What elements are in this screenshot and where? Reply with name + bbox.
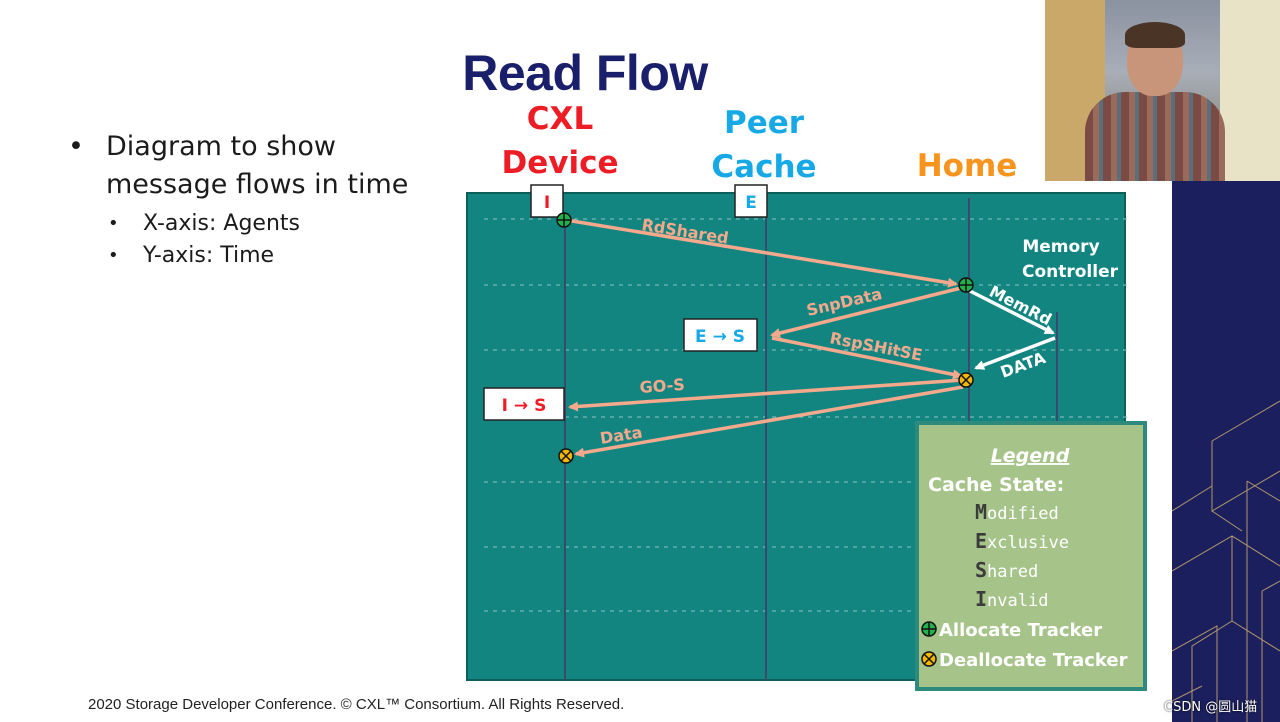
agent-peer-line2: Cache	[711, 149, 817, 185]
bullet-main-text: Diagram to show message flows in time	[106, 131, 409, 200]
cxl-transition-label: I → S	[502, 396, 547, 416]
legend-cache-state: Cache State:	[928, 474, 1064, 496]
deallocate-tracker-home-icon	[958, 372, 974, 388]
agent-peer-cache: Peer Cache	[700, 101, 828, 189]
agent-cxl-line1: CXL	[526, 101, 594, 137]
memory-controller-line2: Controller	[1022, 262, 1119, 282]
cxl-state-box	[530, 184, 564, 218]
legend-box: Legend Cache State: Modified Exclusive S…	[915, 421, 1147, 691]
go-s-label: GO-S	[639, 375, 685, 397]
sub-bullet-dot: •	[108, 245, 119, 266]
bullet-list: • Diagram to show message flows in time …	[68, 128, 458, 272]
legend-state-rest: nvalid	[987, 591, 1048, 611]
presenter-webcam	[1045, 0, 1280, 181]
csdn-watermark: CSDN @圆山猫	[1164, 700, 1258, 715]
bullet-main: • Diagram to show message flows in time	[68, 128, 458, 204]
memrd-arrow	[969, 289, 1055, 335]
sub-bullet-x-axis: • X-axis: Agents	[68, 208, 458, 240]
agent-cxl-device: CXL Device	[490, 97, 630, 185]
sub-bullet-y-axis: • Y-axis: Time	[68, 240, 458, 272]
legend-state-initial: M	[975, 500, 987, 524]
legend-allocate-icon	[921, 621, 937, 637]
legend-state-rest: xclusive	[987, 533, 1069, 553]
legend-state-exclusive: Exclusive	[975, 529, 1069, 553]
agent-cxl-line2: Device	[501, 145, 619, 181]
bullet-dot: •	[68, 131, 84, 162]
legend-state-rest: hared	[987, 562, 1038, 582]
legend-state-invalid: Invalid	[975, 587, 1048, 611]
cxl-state-label: I	[544, 193, 550, 213]
side-decor-panel	[1172, 181, 1280, 722]
agent-peer-line1: Peer	[723, 105, 805, 141]
cxl-transition-box	[483, 387, 565, 421]
peer-state-box	[734, 184, 768, 218]
allocate-tracker-home-icon	[958, 277, 974, 293]
legend-state-initial: S	[975, 558, 987, 582]
legend-deallocate-label: Deallocate Tracker	[939, 650, 1128, 671]
slide-title: Read Flow	[462, 45, 708, 101]
webcam-hair	[1125, 22, 1185, 48]
rdshared-arrow	[565, 218, 958, 288]
sub-bullet-list: • X-axis: Agents • Y-axis: Time	[68, 208, 458, 272]
rspshitse-arrow	[771, 336, 963, 380]
agent-home: Home	[916, 148, 1018, 184]
legend-state-modified: Modified	[975, 500, 1059, 524]
data-mem-arrow	[974, 336, 1056, 370]
data-arrow	[574, 385, 964, 458]
go-s-arrow	[568, 378, 964, 412]
message-arrows	[565, 218, 1056, 458]
deallocate-tracker-cxl-icon	[558, 448, 574, 464]
slide-footer: 2020 Storage Developer Conference. © CXL…	[88, 696, 625, 713]
snpdata-arrow	[770, 285, 966, 338]
peer-transition-label: E → S	[695, 327, 745, 347]
sub-bullet-text: X-axis: Agents	[143, 211, 300, 236]
legend-state-initial: I	[975, 587, 987, 611]
legend-deallocate-icon	[921, 651, 937, 667]
side-decor-pattern	[1172, 400, 1280, 722]
legend-state-shared: Shared	[975, 558, 1038, 582]
allocate-tracker-cxl-icon	[556, 212, 572, 228]
memory-controller-line1: Memory	[1022, 237, 1099, 257]
legend-background	[915, 421, 1147, 691]
webcam-shirt	[1085, 92, 1225, 181]
legend-allocate-label: Allocate Tracker	[939, 620, 1102, 641]
legend-title: Legend	[991, 445, 1070, 467]
sub-bullet-text: Y-axis: Time	[143, 243, 275, 268]
legend-state-rest: odified	[987, 504, 1059, 524]
peer-transition-box	[683, 318, 758, 352]
sub-bullet-dot: •	[108, 213, 119, 234]
peer-state-label: E	[745, 193, 757, 213]
webcam-window	[1220, 0, 1280, 181]
time-gridlines	[484, 218, 1130, 612]
legend-state-initial: E	[975, 529, 987, 553]
